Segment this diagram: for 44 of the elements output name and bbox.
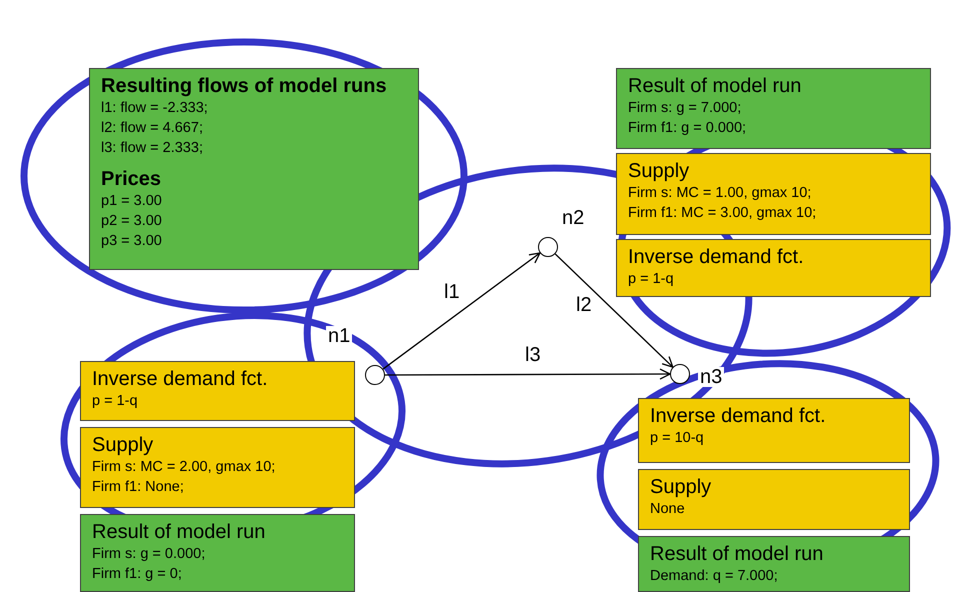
box-text: p2 = 3.00 — [101, 212, 163, 231]
box-text: Firm s: g = 0.000; — [92, 545, 206, 564]
box-text: Firm f1: None; — [92, 478, 185, 497]
arrow — [554, 253, 674, 368]
box-text: p3 = 3.00 — [101, 232, 163, 251]
box-text: p1 = 3.00 — [101, 192, 163, 211]
info-box — [89, 68, 419, 270]
box-text: Firm s: MC = 1.00, gmax 10; — [628, 184, 812, 203]
arrow — [382, 252, 541, 370]
info-box — [616, 153, 931, 235]
info-box — [616, 68, 931, 149]
box-text: p = 1-q — [628, 270, 675, 289]
box-text: Demand: q = 7.000; — [650, 567, 779, 586]
box-heading: Prices — [101, 168, 162, 191]
box-heading: Result of model run — [650, 543, 824, 566]
box-heading: Inverse demand fct. — [628, 246, 805, 269]
info-box — [80, 514, 355, 592]
box-heading: Inverse demand fct. — [650, 405, 827, 428]
box-heading: Result of model run — [92, 521, 266, 544]
info-box — [638, 469, 910, 530]
box-text: Firm s: MC = 2.00, gmax 10; — [92, 458, 276, 477]
box-text: l1: flow = -2.333; — [101, 99, 209, 118]
box-heading: Supply — [92, 434, 154, 457]
box-heading: Inverse demand fct. — [92, 368, 269, 391]
box-heading: Supply — [650, 476, 712, 499]
box-text: Firm f1: MC = 3.00, gmax 10; — [628, 204, 818, 223]
info-box — [80, 361, 355, 421]
box-text: p = 10-q — [650, 429, 705, 448]
arrow — [385, 368, 671, 380]
box-heading: Supply — [628, 160, 690, 183]
box-text: l2: flow = 4.667; — [101, 119, 204, 138]
box-text: p = 1-q — [92, 392, 139, 411]
box-text: None — [650, 500, 686, 519]
info-box — [616, 239, 931, 297]
box-text: Firm f1: g = 0.000; — [628, 119, 748, 138]
info-box — [638, 398, 910, 463]
box-text: Firm f1: g = 0; — [92, 565, 183, 584]
info-box — [80, 427, 355, 508]
info-box — [638, 536, 910, 592]
node-label: n3 — [698, 367, 724, 387]
box-heading: Result of model run — [628, 75, 802, 98]
box-text: l3: flow = 2.333; — [101, 139, 204, 158]
box-heading: Resulting flows of model runs — [101, 75, 388, 98]
box-text: Firm s: g = 7.000; — [628, 99, 742, 118]
